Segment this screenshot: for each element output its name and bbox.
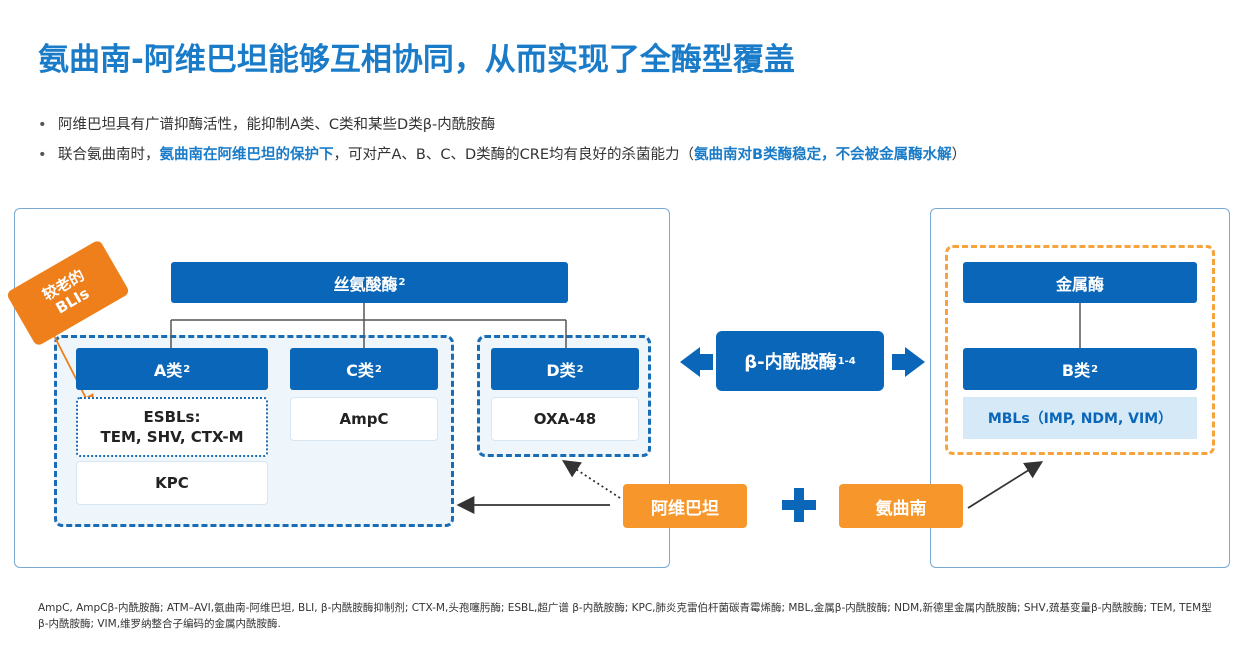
aztreonam-label: 氨曲南: [875, 498, 927, 519]
kpc-label: KPC: [155, 474, 189, 492]
arrow-left-icon: [680, 347, 700, 377]
serine-enzyme-label: 丝氨酸酶: [333, 274, 398, 294]
bullet-2-text-a: 联合氨曲南时，: [58, 147, 160, 163]
arrow-right-icon: [905, 347, 925, 377]
avibactam-to-d-arrow: [561, 460, 621, 499]
class-b-ref: 2: [1091, 363, 1099, 375]
bullet-dot: •: [38, 117, 47, 133]
bullet-2-highlight-2: 氨曲南对B类酶稳定，不会被金属酶水解: [694, 147, 952, 163]
beta-lactamase-ref: 1-4: [837, 355, 856, 367]
esbl-box: ESBLs: TEM, SHV, CTX-M: [76, 397, 268, 457]
kpc-box: KPC: [76, 461, 268, 505]
ampc-box: AmpC: [290, 397, 438, 441]
bullet-2-text-e: ）: [951, 147, 967, 163]
esbl-line-2: TEM, SHV, CTX-M: [100, 428, 244, 446]
oxa48-box: OXA-48: [491, 397, 639, 441]
bullet-2: • 联合氨曲南时，氨曲南在阿维巴坦的保护下，可对产A、B、C、D类酶的CRE均有良…: [38, 143, 966, 164]
class-d-label: D类: [546, 361, 576, 380]
aztreonam-box: 氨曲南: [839, 484, 963, 528]
abbreviation-footnote: AmpC, AmpCβ-内酰胺酶; ATM–AVI,氨曲南-阿维巴坦, BLI,…: [38, 602, 1212, 630]
class-c-label: C类: [346, 361, 374, 380]
class-c-ref: 2: [374, 363, 382, 375]
class-d-ref: 2: [576, 363, 584, 375]
metallo-enzyme-label: 金属酶: [1055, 274, 1104, 294]
bullet-2-text-c: ，可对产A、B、C、D类酶的CRE均有良好的杀菌能力（: [333, 147, 695, 163]
plus-icon: [782, 488, 816, 522]
page-title: 氨曲南-阿维巴坦能够互相协同，从而实现了全酶型覆盖: [38, 42, 795, 78]
class-a-ref: 2: [183, 363, 191, 375]
arrow-right-icon-body: [892, 354, 906, 370]
avibactam-box: 阿维巴坦: [623, 484, 747, 528]
bullet-1-text: 阿维巴坦具有广谱抑酶活性，能抑制A类、C类和某些D类β-内酰胺酶: [58, 117, 496, 133]
avibactam-label: 阿维巴坦: [651, 498, 719, 519]
esbl-line-1: ESBLs:: [143, 408, 201, 426]
mbl-label: MBLs（IMP, NDM, VIM）: [987, 411, 1173, 427]
class-a-label: A类: [153, 361, 183, 380]
aztreonam-to-b-arrow: [967, 461, 1044, 509]
oxa48-label: OXA-48: [533, 410, 597, 428]
class-b-label: B类: [1061, 361, 1091, 380]
mbl-box: MBLs（IMP, NDM, VIM）: [963, 397, 1197, 439]
metallo-enzyme-box: 金属酶: [963, 262, 1197, 303]
bullet-1: • 阿维巴坦具有广谱抑酶活性，能抑制A类、C类和某些D类β-内酰胺酶: [38, 113, 495, 134]
bullet-dot: •: [38, 147, 47, 163]
beta-lactamase-label: β-内酰胺酶: [744, 352, 837, 373]
bullet-2-highlight-1: 氨曲南在阿维巴坦的保护下: [159, 147, 334, 163]
ampc-label: AmpC: [339, 410, 389, 428]
arrow-left-icon-body: [699, 354, 713, 370]
serine-enzyme-ref: 2: [398, 277, 406, 288]
